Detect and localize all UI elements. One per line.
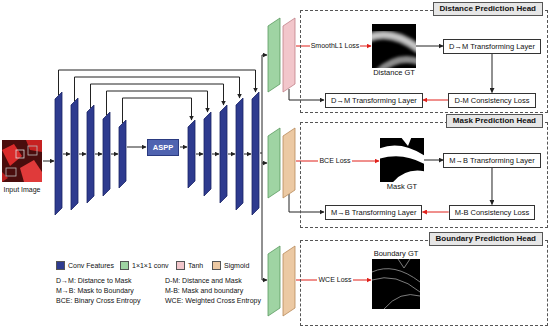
image-area: [372, 259, 420, 309]
transform-layer: D→M Transforming Layer: [443, 39, 541, 54]
panel-heading: Mask Prediction Head: [446, 114, 543, 128]
legend-text: 1×1×1 conv: [132, 262, 169, 269]
node-text: M→B Transforming Layer: [331, 208, 416, 217]
consistency-loss: M-B Consistency Loss: [449, 205, 536, 220]
connector-arrow: [416, 46, 443, 47]
ground-truth-image: Distance GT: [372, 24, 416, 78]
legend-swatch: [120, 261, 129, 270]
node-text: D→M Transforming Layer: [449, 42, 535, 51]
conv-feature-slabs: [55, 92, 259, 215]
note-label: M-B: Mask and boundary: [165, 287, 243, 295]
connector-arrow: [491, 168, 492, 205]
consistency-loss: D-M Consistency Loss: [448, 93, 535, 108]
node-text: M→B Transforming Layer: [449, 156, 534, 165]
legend-swatch: [176, 261, 185, 270]
boundary-gt-image: [372, 259, 420, 309]
mask-gt-image: [376, 136, 428, 186]
legend-swatch: [212, 261, 221, 270]
connector-arrow: [423, 100, 449, 101]
legend-item: Sigmoid: [212, 261, 249, 270]
note-label: D→M: Distance to Mask: [56, 277, 131, 285]
note-label: BCE: Binary Cross Entropy: [56, 297, 140, 305]
panel-heading: Distance Prediction Head: [433, 2, 543, 16]
transform-layer: M→B Transforming Layer: [443, 153, 540, 168]
head-panel: Distance Prediction HeadDistance GTD→M T…: [300, 10, 548, 113]
legend-swatch: [56, 261, 65, 270]
node-text: Boundary GT: [372, 249, 420, 259]
legend-item: Conv Features: [56, 261, 114, 270]
connector-arrow: [492, 54, 493, 93]
head-feature-maps: [268, 18, 295, 316]
node-text: D→M Transforming Layer: [331, 96, 417, 105]
transform-layer: M→B Transforming Layer: [325, 205, 422, 220]
legend-text: Sigmoid: [224, 262, 249, 269]
legend-item: 1×1×1 conv: [120, 261, 169, 270]
note-label: WCE: Weighted Cross Entropy: [165, 297, 261, 305]
note-label: Input Image: [4, 186, 41, 194]
ground-truth-image: Mask GT: [380, 138, 424, 192]
aspp-block: ASPP: [147, 139, 179, 156]
node-text: Distance GT: [372, 68, 416, 78]
legend-text: Conv Features: [68, 262, 114, 269]
node-text: ASPP: [153, 143, 173, 152]
panel-heading: Boundary Prediction Head: [429, 232, 543, 246]
node-text: D-M Consistency Loss: [454, 96, 529, 105]
connector-arrow: [424, 160, 443, 161]
loss-label: SmoothL1 Loss: [310, 42, 361, 50]
note-label: D-M: Distance and Mask: [165, 277, 242, 285]
image-area: [380, 138, 424, 182]
node-text: Mask GT: [380, 182, 424, 192]
legend-item: Tanh: [176, 261, 203, 270]
node-text: M-B Consistency Loss: [455, 208, 530, 217]
input-image: [2, 140, 42, 182]
legend-text: Tanh: [188, 262, 203, 269]
image-area: [372, 24, 416, 68]
note-label: M→B: Mask to Boundary: [56, 287, 134, 295]
loss-label: WCE Loss: [317, 276, 352, 284]
connector-arrow: [422, 212, 448, 213]
loss-arrows: [296, 46, 379, 280]
ground-truth-image: Boundary GT: [372, 249, 420, 309]
distance-gt-image: [368, 24, 420, 72]
loss-label: BCE Loss: [318, 157, 351, 165]
head-panel: Mask Prediction HeadMask GTM→B Transform…: [300, 122, 548, 228]
flow-arrows: [43, 55, 324, 280]
transform-layer: D→M Transforming Layer: [325, 93, 423, 108]
